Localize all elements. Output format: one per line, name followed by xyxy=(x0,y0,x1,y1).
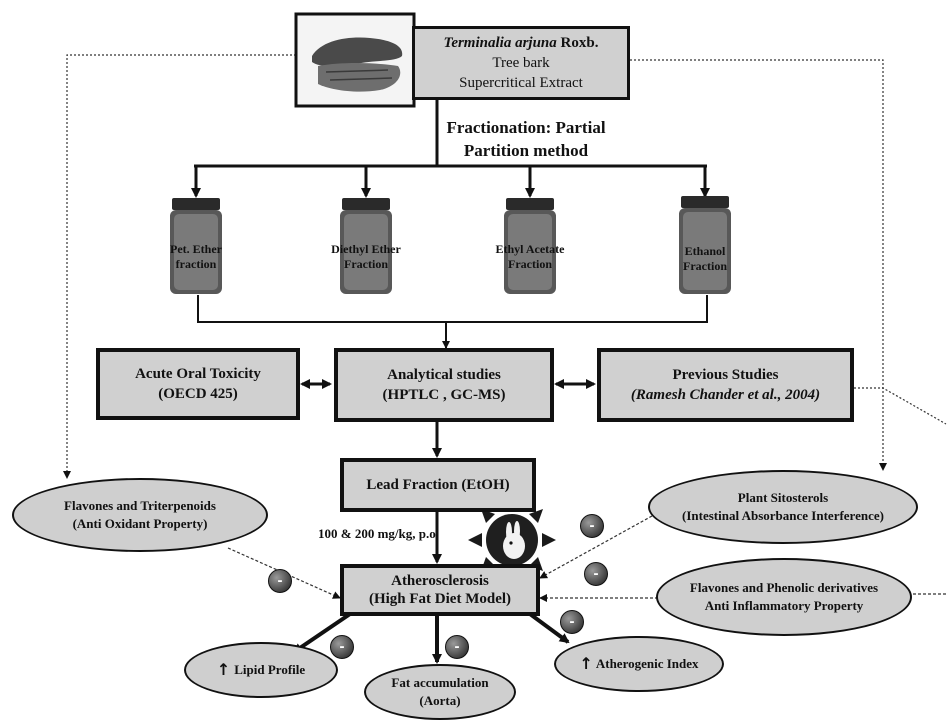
minus-icon: - xyxy=(584,562,608,586)
atherogenic-index-label: Atherogenic Index xyxy=(595,656,699,671)
arrow-to-atherogenic-index xyxy=(528,612,570,644)
plant-sitosterols-oval: Plant Sitosterols (Intestinal Absorbance… xyxy=(648,470,918,544)
fat-accumulation-oval: Fat accumulation (Aorta) xyxy=(364,664,516,720)
species-authority: Roxb. xyxy=(560,35,599,51)
tree-bark-image xyxy=(294,12,416,108)
fraction-4-line-2: Fraction xyxy=(683,259,727,273)
atherosclerosis-box: Atherosclerosis (High Fat Diet Model) xyxy=(340,564,540,616)
flavones-triterpenoids-line-1: Flavones and Triterpenoids xyxy=(64,498,216,513)
dotted-path-right xyxy=(630,59,887,471)
merge-bracket xyxy=(197,295,708,323)
lipid-profile-label: Lipid Profile xyxy=(234,662,306,677)
minus-icon: - xyxy=(445,635,469,659)
fractionation-line-1: Fractionation: Partial xyxy=(446,118,606,137)
fraction-label-1: Pet. Ether fraction xyxy=(148,242,244,272)
fraction-1-line-1: Pet. Ether xyxy=(170,242,222,256)
flavones-triterpenoids-line-2: (Anti Oxidant Property) xyxy=(72,516,208,531)
source-title: Terminalia arjuna Roxb. xyxy=(444,33,599,53)
jar-icon-3 xyxy=(504,198,556,294)
atherogenic-index-oval: ↑ Atherogenic Index xyxy=(554,636,724,692)
jar-icon-1 xyxy=(170,198,222,294)
minus-icon: - xyxy=(268,569,292,593)
fractionation-line-2: Partition method xyxy=(463,141,589,160)
minus-icon: - xyxy=(580,514,604,538)
fraction-label-3: Ethyl Acetate Fraction xyxy=(482,242,578,272)
lead-fraction-label: Lead Fraction (EtOH) xyxy=(366,477,510,493)
fraction-2-line-1: Diethyl Ether xyxy=(331,242,401,256)
dotted-path-left xyxy=(63,54,296,479)
minus-icon: - xyxy=(330,635,354,659)
fat-accumulation-line-1: Fat accumulation xyxy=(391,675,489,690)
fraction-1-line-2: fraction xyxy=(175,257,217,271)
toxicity-line-1: Acute Oral Toxicity xyxy=(135,366,261,382)
flavones-phenolic-oval: Flavones and Phenolic derivatives Anti I… xyxy=(656,558,912,636)
source-line-2: Tree bark xyxy=(492,55,550,71)
dashed-plant-sitosterols xyxy=(539,515,653,579)
up-arrow-icon: ↑ xyxy=(216,660,231,679)
dose-label: 100 & 200 mg/kg, p.o xyxy=(318,526,436,541)
analytical-box: Analytical studies (HPTLC , GC-MS) xyxy=(334,348,554,422)
source-box: Terminalia arjuna Roxb. Tree bark Superc… xyxy=(412,26,630,100)
dotted-path-previous xyxy=(854,387,947,425)
fraction-4-line-1: Ethanol xyxy=(684,244,726,258)
minus-icon: - xyxy=(560,610,584,634)
source-line-3: Supercritical Extract xyxy=(459,75,583,91)
fraction-3-line-2: Fraction xyxy=(508,257,552,271)
jar-icon-2 xyxy=(340,198,392,294)
fraction-2-line-2: Fraction xyxy=(344,257,388,271)
toxicity-box: Acute Oral Toxicity (OECD 425) xyxy=(96,348,300,420)
fractionation-label: Fractionation: Partial Partition method xyxy=(426,116,626,162)
flavones-triterpenoids-oval: Flavones and Triterpenoids (Anti Oxidant… xyxy=(12,478,268,552)
fraction-label-2: Diethyl Ether Fraction xyxy=(318,242,414,272)
atherosclerosis-line-2: (High Fat Diet Model) xyxy=(368,591,512,607)
previous-line-1: Previous Studies xyxy=(672,367,779,383)
species-name: Terminalia arjuna xyxy=(443,35,557,51)
jar-icon-4 xyxy=(679,196,731,294)
toxicity-line-2: (OECD 425) xyxy=(158,386,238,402)
fraction-label-4: Ethanol Fraction xyxy=(657,244,753,274)
flavones-phenolic-line-2: Anti Inflammatory Property xyxy=(704,598,864,613)
plant-sitosterols-line-2: (Intestinal Absorbance Interference) xyxy=(682,508,884,523)
fraction-3-line-1: Ethyl Acetate xyxy=(495,242,565,256)
flavones-phenolic-line-1: Flavones and Phenolic derivatives xyxy=(689,580,879,595)
previous-studies-box: Previous Studies (Ramesh Chander et al.,… xyxy=(597,348,854,422)
fat-accumulation-line-2: (Aorta) xyxy=(419,693,461,708)
lead-fraction-box: Lead Fraction (EtOH) xyxy=(340,458,536,512)
lipid-profile-oval: ↑ Lipid Profile xyxy=(184,642,338,698)
analytical-line-1: Analytical studies xyxy=(387,367,501,383)
analytical-line-2: (HPTLC , GC-MS) xyxy=(382,387,506,403)
atherosclerosis-line-1: Atherosclerosis xyxy=(391,573,489,589)
previous-line-2: (Ramesh Chander et al., 2004) xyxy=(630,387,821,403)
up-arrow-icon: ↑ xyxy=(579,654,593,673)
plant-sitosterols-line-1: Plant Sitosterols xyxy=(737,490,829,505)
